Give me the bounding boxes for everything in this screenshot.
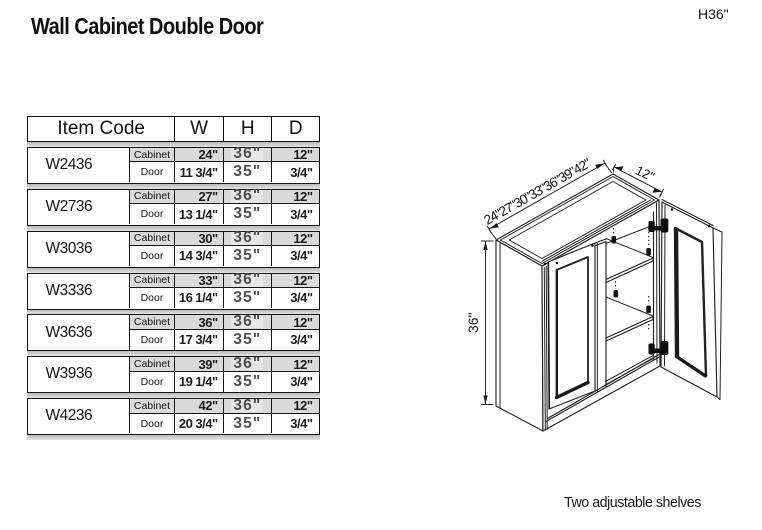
svg-text:36": 36" xyxy=(465,312,481,333)
svg-text:12": 12" xyxy=(633,163,657,185)
